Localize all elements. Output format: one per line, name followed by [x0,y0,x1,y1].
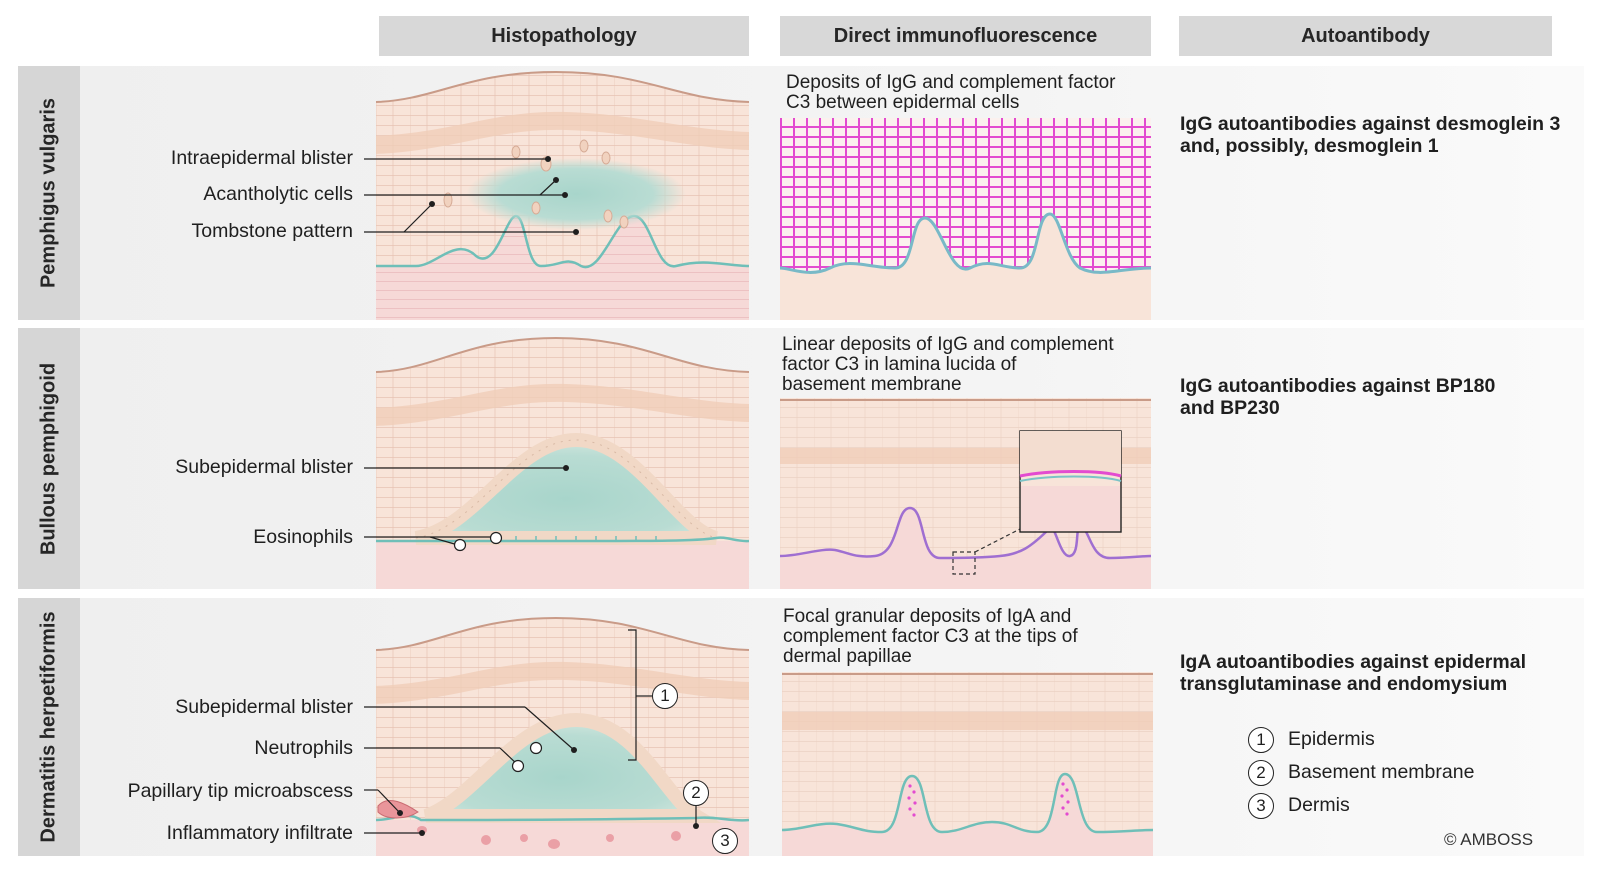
row-label-pemphigus-vulgaris: Pemphigus vulgaris [18,66,80,320]
histology-dermatitis [376,598,749,856]
legend-number: 1 [1248,726,1274,753]
legend-number: 2 [1248,759,1274,786]
autoantibody-bullous: IgG autoantibodies against BP180 and BP2… [1180,375,1496,419]
histology-bullous [376,328,749,589]
autoantibody-pemphigus: IgG autoantibodies against desmoglein 3 … [1180,113,1561,157]
legend-label: Dermis [1288,794,1350,816]
dif-pemphigus [780,118,1151,320]
legend-number: 3 [1248,792,1274,819]
label-intraepidermal-blister: Intraepidermal blister [170,147,353,169]
dif-text-bullous: Linear deposits of IgG and complement fa… [782,334,1114,395]
label-tombstone-pattern: Tombstone pattern [191,220,353,242]
marker-1: 1 [652,683,678,709]
label-subepidermal-blister-dh: Subepidermal blister [175,696,353,718]
legend-item-dermis: 3 Dermis [1248,789,1474,822]
legend-item-epidermis: 1 Epidermis [1248,723,1474,756]
dif-bullous [780,398,1151,589]
legend-label: Basement membrane [1288,761,1475,783]
histology-pemphigus [376,66,749,320]
header-histopathology: Histopathology [379,16,749,56]
label-eosinophils: Eosinophils [253,526,353,548]
legend: 1 Epidermis 2 Basement membrane 3 Dermis [1248,723,1474,822]
header-autoantibody: Autoantibody [1179,16,1552,56]
label-acantholytic-cells: Acantholytic cells [203,183,353,205]
legend-label: Epidermis [1288,728,1375,750]
marker-2: 2 [683,780,709,806]
marker-3: 3 [712,828,738,854]
dif-text-pemphigus: Deposits of IgG and complement factor C3… [786,72,1116,113]
label-neutrophils: Neutrophils [254,737,353,759]
dif-dermatitis [782,672,1153,856]
legend-item-basement-membrane: 2 Basement membrane [1248,756,1474,789]
header-direct-immunofluorescence: Direct immunofluorescence [780,16,1151,56]
autoantibody-dermatitis: IgA autoantibodies against epidermal tra… [1180,651,1527,695]
dif-text-dermatitis: Focal granular deposits of IgA and compl… [783,606,1078,667]
row-label-bullous-pemphigoid: Bullous pemphigoid [18,328,80,589]
label-inflammatory-infiltrate: Inflammatory infiltrate [166,822,353,844]
row-label-dermatitis-herpetiformis: Dermatitis herpetiformis [18,598,80,856]
copyright: © AMBOSS [1444,830,1534,849]
label-papillary-tip-microabscess: Papillary tip microabscess [127,780,353,802]
label-subepidermal-blister-bp: Subepidermal blister [175,456,353,478]
